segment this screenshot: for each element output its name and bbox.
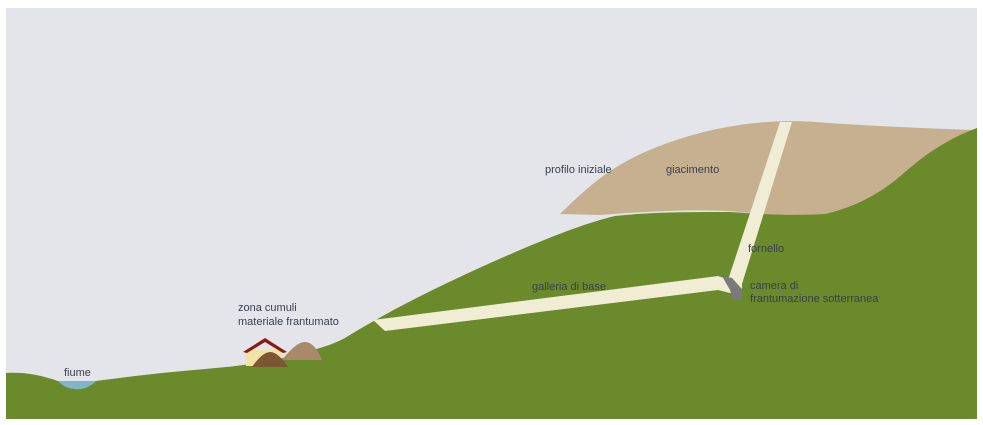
label-piles-line1: zona cumuli [238,302,297,314]
pile-dark [252,352,288,367]
label-deposit: giacimento [666,164,719,176]
label-initial-profile: profilo iniziale [545,164,612,176]
label-chamber-line1: camera di [750,280,798,292]
hillside-terrain [6,128,977,419]
storage-building-roof [243,338,287,353]
river [58,381,96,390]
base-gallery-tunnel [373,276,742,331]
label-piles-line2: materiale frantumato [238,316,339,328]
label-river: fiume [64,367,91,379]
shaft-tunnel [728,122,792,284]
pile-light [282,342,322,360]
label-base-gallery: galleria di base [532,281,606,293]
label-shaft: fornello [748,243,784,255]
crushing-chamber [722,276,742,300]
label-chamber-line2: frantumazione sotterranea [750,293,879,305]
